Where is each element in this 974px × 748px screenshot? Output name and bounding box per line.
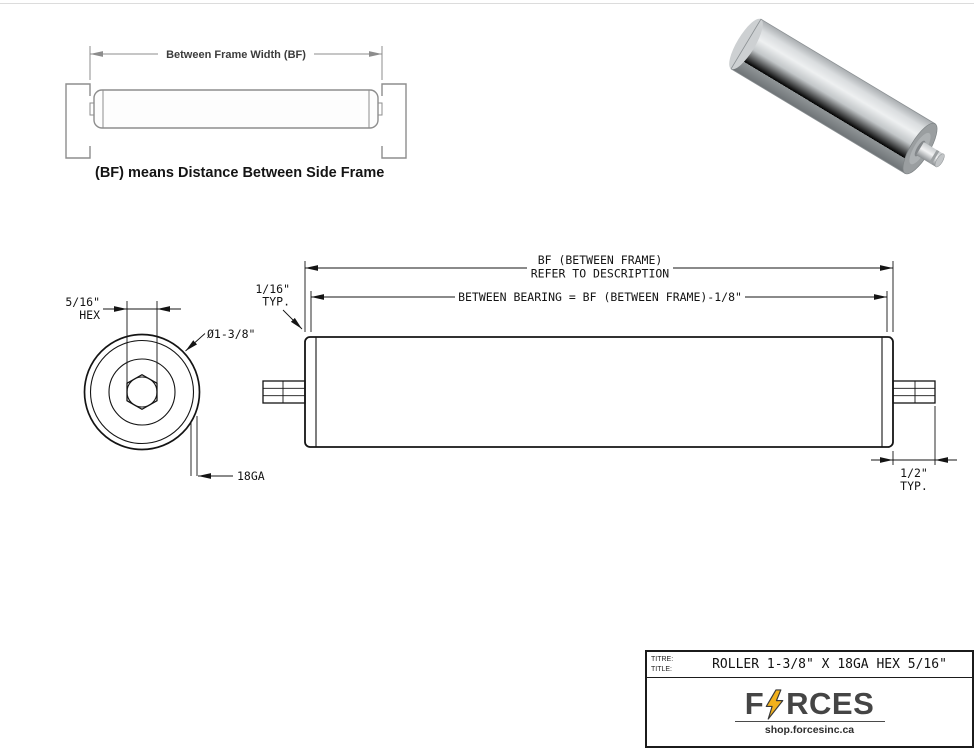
hex-size-label-line2: HEX xyxy=(79,308,100,322)
title-label-title: TITLE: xyxy=(651,665,673,673)
hex-size-dimension xyxy=(103,301,181,383)
inset-diagram: Between Frame Width (BF) xyxy=(65,44,407,159)
right-shaft xyxy=(892,380,936,404)
diameter-label: Ø1-3/8" xyxy=(207,327,255,341)
inset-left-frame xyxy=(65,83,91,159)
website-text: shop.forcesinc.ca xyxy=(764,724,855,736)
shaft-extension-label-line1: 1/2" xyxy=(900,466,928,480)
side-view: BF (BETWEEN FRAME) REFER TO DESCRIPTION … xyxy=(255,252,957,493)
inset-caption: (BF) means Distance Between Side Frame xyxy=(95,165,384,181)
brand-line: F RCES xyxy=(744,686,875,721)
brand-text-rest: RCES xyxy=(786,686,875,721)
end-gap-label-line1: 1/16" xyxy=(255,282,290,296)
drawing-title: ROLLER 1-3/8" X 18GA HEX 5/16" xyxy=(712,657,947,672)
between-bearing-label-bg xyxy=(455,289,745,304)
brand-text-first: F xyxy=(744,686,765,721)
bearing-circle xyxy=(108,358,176,426)
hex-bore xyxy=(126,373,158,411)
hex-size-label-line1: 5/16" xyxy=(65,295,100,309)
brand-logo: F RCES shop.forcesinc.ca xyxy=(647,678,972,746)
bf-dim-label-line2: REFER TO DESCRIPTION xyxy=(531,267,670,281)
shaft-extension-label-line2: TYP. xyxy=(900,479,928,493)
bore-circle xyxy=(126,376,158,408)
title-block-title-row: TITRE: TITLE: ROLLER 1-3/8" X 18GA HEX 5… xyxy=(647,652,972,678)
title-block: TITRE: TITLE: ROLLER 1-3/8" X 18GA HEX 5… xyxy=(645,650,974,748)
bf-dim-label-line1: BF (BETWEEN FRAME) xyxy=(538,253,663,267)
gauge-dimension xyxy=(190,416,233,479)
between-bearing-label: BETWEEN BEARING = BF (BETWEEN FRAME)-1/8… xyxy=(458,290,742,304)
gauge-label: 18GA xyxy=(237,469,265,483)
shaft-extension-dimension xyxy=(871,406,957,465)
inset-dim-label: Between Frame Width (BF) xyxy=(166,49,306,61)
inset-roller xyxy=(93,89,379,129)
tube-od-circle xyxy=(83,333,201,451)
roller-body xyxy=(304,336,894,448)
title-label-titre: TITRE: xyxy=(651,656,674,664)
title-block-labels: TITRE: TITLE: xyxy=(647,655,693,674)
tube-id-circle xyxy=(89,339,195,445)
end-view: 5/16" HEX Ø1-3/8" 18GA xyxy=(65,295,264,483)
diameter-leader xyxy=(185,333,206,352)
left-shaft xyxy=(262,380,306,404)
bf-dim-label-bg xyxy=(527,252,673,282)
end-gap-label-line2: TYP. xyxy=(262,295,290,309)
brand-separator-line xyxy=(734,721,885,722)
inset-dim-label-bg xyxy=(158,44,314,63)
inset-right-frame xyxy=(381,83,407,159)
roller-3d-render xyxy=(729,18,945,175)
top-border-line xyxy=(0,3,974,4)
end-gap-leader xyxy=(282,309,303,330)
lightning-bolt-icon xyxy=(765,689,784,720)
